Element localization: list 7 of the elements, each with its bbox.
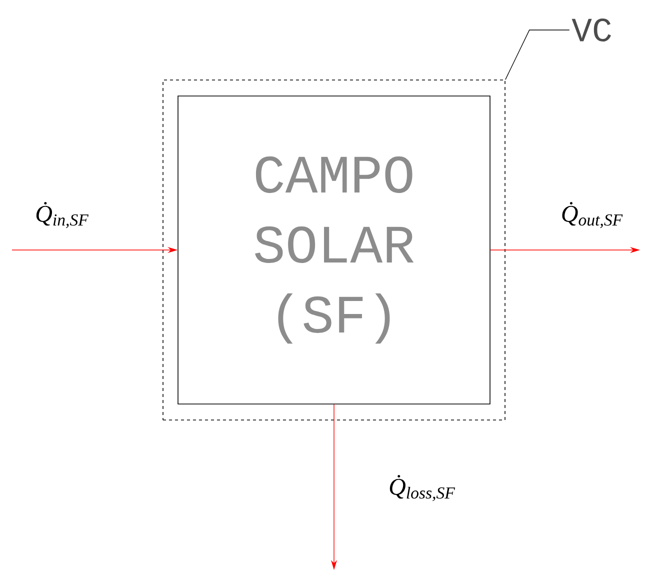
leader-line (505, 30, 570, 80)
edge-label: Q̇$_{in,SF}$ (36, 202, 89, 228)
edge-label: Q̇$_{out,SF}$ (562, 202, 623, 228)
process-box: CAMPO SOLAR (SF) (178, 96, 490, 404)
control-volume-boundary (162, 80, 506, 420)
edge-label: Q̇$_{loss,SF}$ (390, 474, 456, 502)
boundary-label: VC (572, 18, 611, 42)
